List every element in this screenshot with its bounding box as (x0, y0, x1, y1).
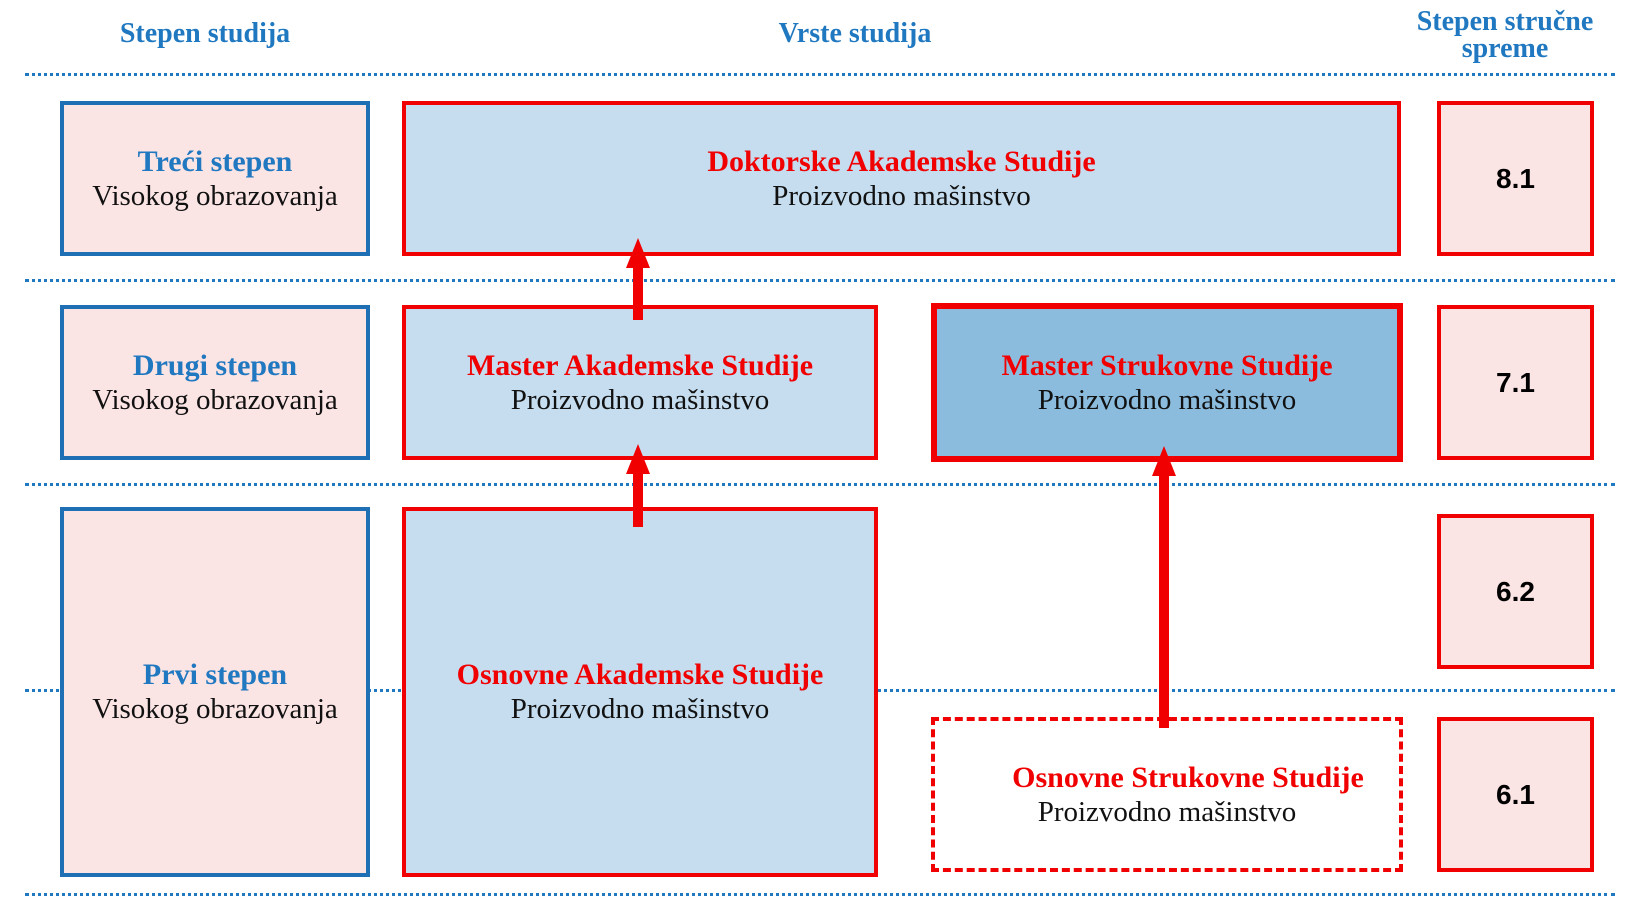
level-subtitle-treci: Visokog obrazovanja (92, 179, 338, 212)
study-subtitle-master-strukovne: Proizvodno mašinstvo (1037, 383, 1297, 416)
header-grade-line1: Stepen stručne (1416, 6, 1594, 37)
study-box-master-strukovne: Master Strukovne Studije Proizvodno maši… (931, 303, 1403, 462)
grade-box-6-1: 6.1 (1437, 717, 1594, 872)
study-title-doktorske-akademske: Doktorske Akademske Studije (707, 144, 1096, 178)
grade-value-7-1: 7.1 (1496, 366, 1535, 398)
study-subtitle-master-akademske: Proizvodno mašinstvo (510, 383, 770, 416)
separator-3-2 (25, 279, 1615, 282)
level-subtitle-prvi: Visokog obrazovanja (92, 693, 338, 725)
grade-box-7-1: 7.1 (1437, 305, 1594, 460)
grade-value-6-2: 6.2 (1496, 575, 1535, 607)
separator-bottom (25, 893, 1615, 896)
header-vrste-studija: Vrste studija (778, 18, 932, 49)
study-subtitle-osnovne-strukovne: Proizvodno mašinstvo (1037, 795, 1297, 828)
level-subtitle-drugi: Visokog obrazovanja (92, 383, 338, 416)
study-subtitle-osnovne-akademske: Proizvodno mašinstvo (510, 693, 770, 725)
study-title-osnovne-akademske: Osnovne Akademske Studije (456, 658, 824, 691)
study-box-osnovne-strukovne: Osnovne Strukovne Studije Proizvodno maš… (931, 717, 1403, 872)
study-subtitle-doktorske-akademske: Proizvodno mašinstvo (772, 179, 1031, 212)
header-stepen-studija: Stepen studija (119, 18, 291, 49)
level-box-prvi: Prvi stepen Visokog obrazovanja (60, 507, 370, 877)
study-box-osnovne-akademske: Osnovne Akademske Studije Proizvodno maš… (402, 507, 878, 877)
grade-value-6-1: 6.1 (1496, 778, 1535, 810)
level-title-treci: Treći stepen (137, 144, 293, 178)
arrow-basic-to-master-academic (626, 444, 650, 527)
separator-2-1 (25, 483, 1615, 486)
header-stepen-strucne-spreme: Stepen stručne spreme (1395, 6, 1615, 64)
study-title-master-akademske: Master Akademske Studije (466, 348, 814, 382)
level-title-drugi: Drugi stepen (132, 348, 298, 382)
arrow-basic-to-master-professional (1152, 446, 1176, 728)
level-title-prvi: Prvi stepen (142, 658, 288, 691)
header-grade-line2: spreme (1461, 33, 1549, 64)
study-box-doktorske-akademske: Doktorske Akademske Studije Proizvodno m… (402, 101, 1401, 256)
separator-top (25, 73, 1615, 76)
grade-value-8-1: 8.1 (1496, 162, 1535, 194)
study-title-master-strukovne: Master Strukovne Studije (1001, 348, 1333, 382)
arrow-master-to-doctoral (626, 238, 650, 320)
study-box-master-akademske: Master Akademske Studije Proizvodno maši… (402, 305, 878, 460)
grade-box-6-2: 6.2 (1437, 514, 1594, 669)
grade-box-8-1: 8.1 (1437, 101, 1594, 256)
study-title-osnovne-strukovne: Osnovne Strukovne Studije (1012, 760, 1364, 794)
level-box-drugi: Drugi stepen Visokog obrazovanja (60, 305, 370, 460)
level-box-treci: Treći stepen Visokog obrazovanja (60, 101, 370, 256)
